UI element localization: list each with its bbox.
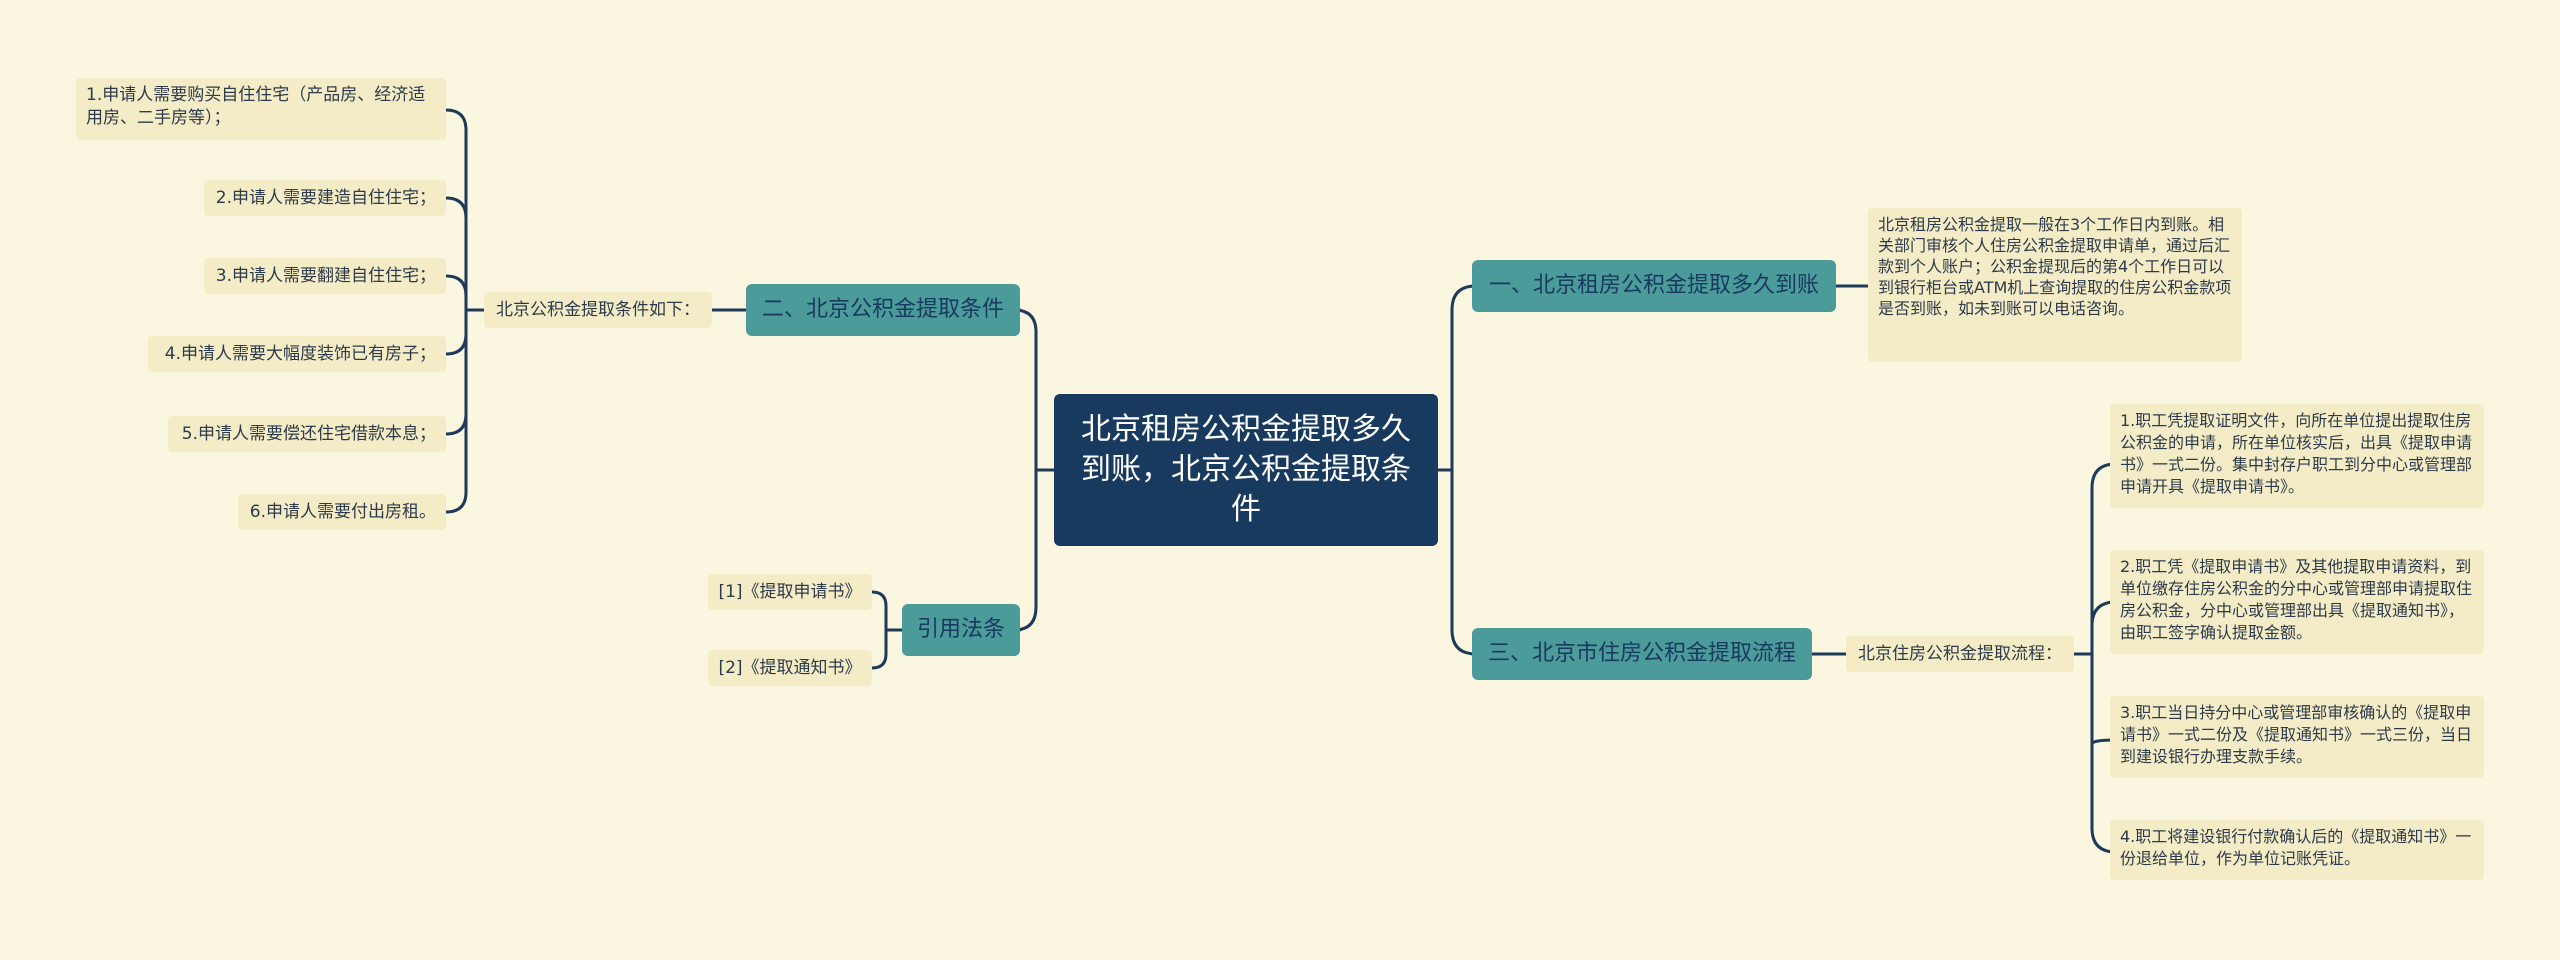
- condition-item[interactable]: 1.申请人需要购买自住住宅（产品房、经济适用房、二手房等）；: [76, 78, 446, 140]
- condition-item-text: 5.申请人需要偿还住宅借款本息；: [181, 424, 436, 444]
- legal-reference-item[interactable]: [2]《提取通知书》: [708, 650, 872, 686]
- condition-item-text: 1.申请人需要购买自住住宅（产品房、经济适用房、二手房等）；: [86, 85, 426, 128]
- process-step[interactable]: 1.职工凭提取证明文件，向所在单位提出提取住房公积金的申请，所在单位核实后，出具…: [2110, 404, 2484, 508]
- connector-b4-items: [864, 590, 904, 670]
- root-topic-title: 北京租房公积金提取多久到账，北京公积金提取条件: [1081, 412, 1411, 527]
- condition-item[interactable]: 6.申请人需要付出房租。: [238, 494, 446, 530]
- legal-reference-item-text: [1]《提取申请书》: [718, 582, 862, 602]
- branch-withdrawal-conditions[interactable]: 二、北京公积金提取条件: [746, 284, 1020, 336]
- arrival-time-detail-text: 北京租房公积金提取一般在3个工作日内到账。相关部门审核个人住房公积金提取申请单，…: [1878, 215, 2232, 318]
- branch-withdrawal-process[interactable]: 三、北京市住房公积金提取流程: [1472, 628, 1812, 680]
- process-intro-text: 北京住房公积金提取流程：: [1858, 644, 2062, 664]
- connector-root-b2: [1012, 308, 1056, 472]
- process-step-text: 2.职工凭《提取申请书》及其他提取申请资料，到单位缴存住房公积金的分中心或管理部…: [2120, 557, 2473, 642]
- connector-b3-items: [2072, 462, 2118, 854]
- branch-legal-references-label: 引用法条: [916, 617, 1005, 642]
- condition-item[interactable]: 2.申请人需要建造自住住宅；: [204, 180, 446, 216]
- root-topic[interactable]: 北京租房公积金提取多久到账，北京公积金提取条件: [1054, 394, 1438, 546]
- process-step-text: 1.职工凭提取证明文件，向所在单位提出提取住房公积金的申请，所在单位核实后，出具…: [2120, 411, 2473, 496]
- process-intro[interactable]: 北京住房公积金提取流程：: [1846, 636, 2074, 672]
- condition-item-text: 3.申请人需要翻建自住住宅；: [215, 266, 436, 286]
- legal-reference-item[interactable]: [1]《提取申请书》: [708, 574, 872, 610]
- process-step-text: 4.职工将建设银行付款确认后的《提取通知书》一份退给单位，作为单位记账凭证。: [2120, 827, 2472, 868]
- conditions-intro-text: 北京公积金提取条件如下：: [496, 300, 700, 320]
- branch-arrival-time[interactable]: 一、北京租房公积金提取多久到账: [1472, 260, 1836, 312]
- branch-arrival-time-label: 一、北京租房公积金提取多久到账: [1488, 273, 1819, 298]
- condition-item-text: 2.申请人需要建造自住住宅；: [215, 188, 436, 208]
- connector-b2-items: [444, 108, 486, 514]
- process-step[interactable]: 2.职工凭《提取申请书》及其他提取申请资料，到单位缴存住房公积金的分中心或管理部…: [2110, 550, 2484, 654]
- legal-reference-item-text: [2]《提取通知书》: [718, 658, 862, 678]
- process-step[interactable]: 4.职工将建设银行付款确认后的《提取通知书》一份退给单位，作为单位记账凭证。: [2110, 820, 2484, 880]
- branch-withdrawal-conditions-label: 二、北京公积金提取条件: [761, 297, 1004, 322]
- condition-item[interactable]: 3.申请人需要翻建自住住宅；: [204, 258, 446, 294]
- condition-item-text: 4.申请人需要大幅度装饰已有房子；: [164, 344, 436, 364]
- connector-root-b1: [1436, 284, 1478, 472]
- connector-root-b3: [1450, 468, 1478, 656]
- conditions-intro[interactable]: 北京公积金提取条件如下：: [484, 292, 712, 328]
- branch-legal-references[interactable]: 引用法条: [902, 604, 1020, 656]
- branch-withdrawal-process-label: 三、北京市住房公积金提取流程: [1487, 641, 1796, 666]
- condition-item-text: 6.申请人需要付出房租。: [249, 502, 436, 522]
- condition-item[interactable]: 4.申请人需要大幅度装饰已有房子；: [148, 336, 446, 372]
- process-step[interactable]: 3.职工当日持分中心或管理部审核确认的《提取申请书》一式二份及《提取通知书》一式…: [2110, 696, 2484, 778]
- process-step-text: 3.职工当日持分中心或管理部审核确认的《提取申请书》一式二份及《提取通知书》一式…: [2120, 703, 2473, 766]
- arrival-time-detail[interactable]: 北京租房公积金提取一般在3个工作日内到账。相关部门审核个人住房公积金提取申请单，…: [1868, 208, 2242, 362]
- condition-item[interactable]: 5.申请人需要偿还住宅借款本息；: [168, 416, 446, 452]
